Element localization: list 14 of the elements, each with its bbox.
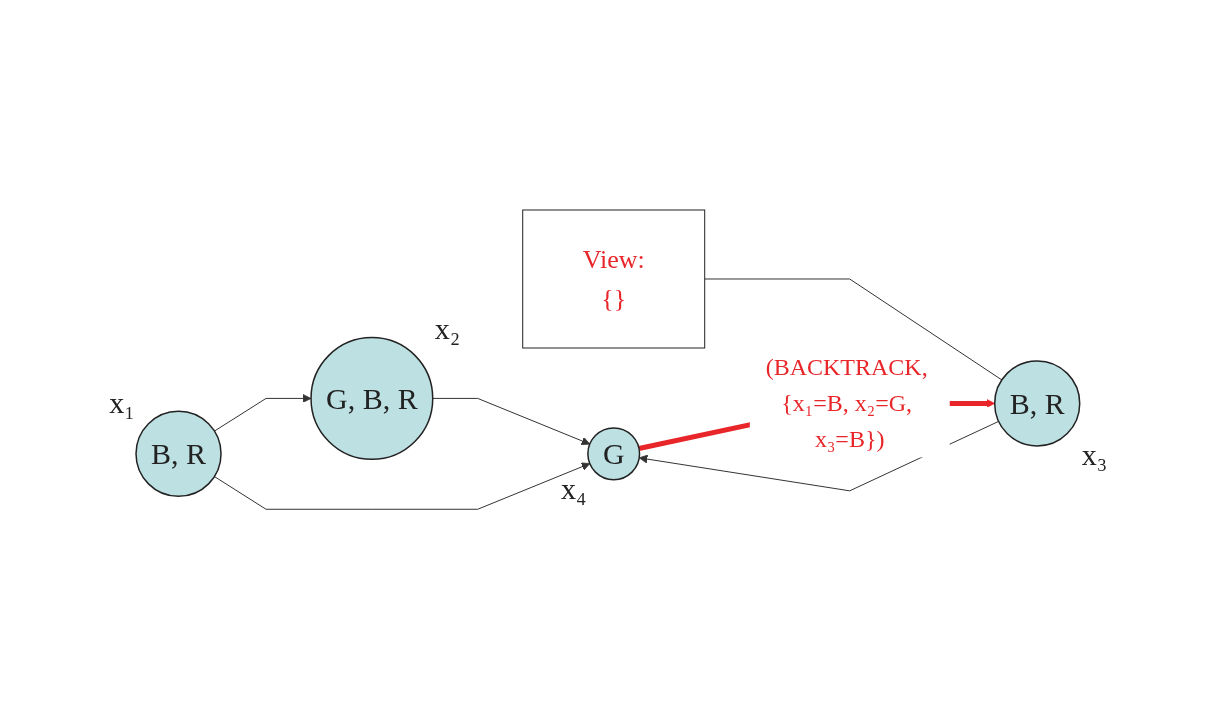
node-box: View: {} xyxy=(522,209,706,349)
variable-label: x₃ xyxy=(1081,440,1108,471)
arrow xyxy=(214,394,312,432)
node-circle: B, R xyxy=(994,360,1081,448)
node-circle: G, B, R xyxy=(310,337,434,461)
edge-label: (BACKTRACK, {x₁=B, x₂=G, x₃=B}) xyxy=(765,354,928,453)
variable-label: x₄ xyxy=(561,474,587,505)
node-circle: B, R xyxy=(135,410,222,498)
arrow xyxy=(214,462,591,511)
variable-label: x₂ xyxy=(434,313,461,344)
arrow xyxy=(432,398,591,446)
connector xyxy=(704,278,1003,381)
node-circle: G xyxy=(587,427,641,481)
variable-label: x₁ xyxy=(109,387,135,418)
